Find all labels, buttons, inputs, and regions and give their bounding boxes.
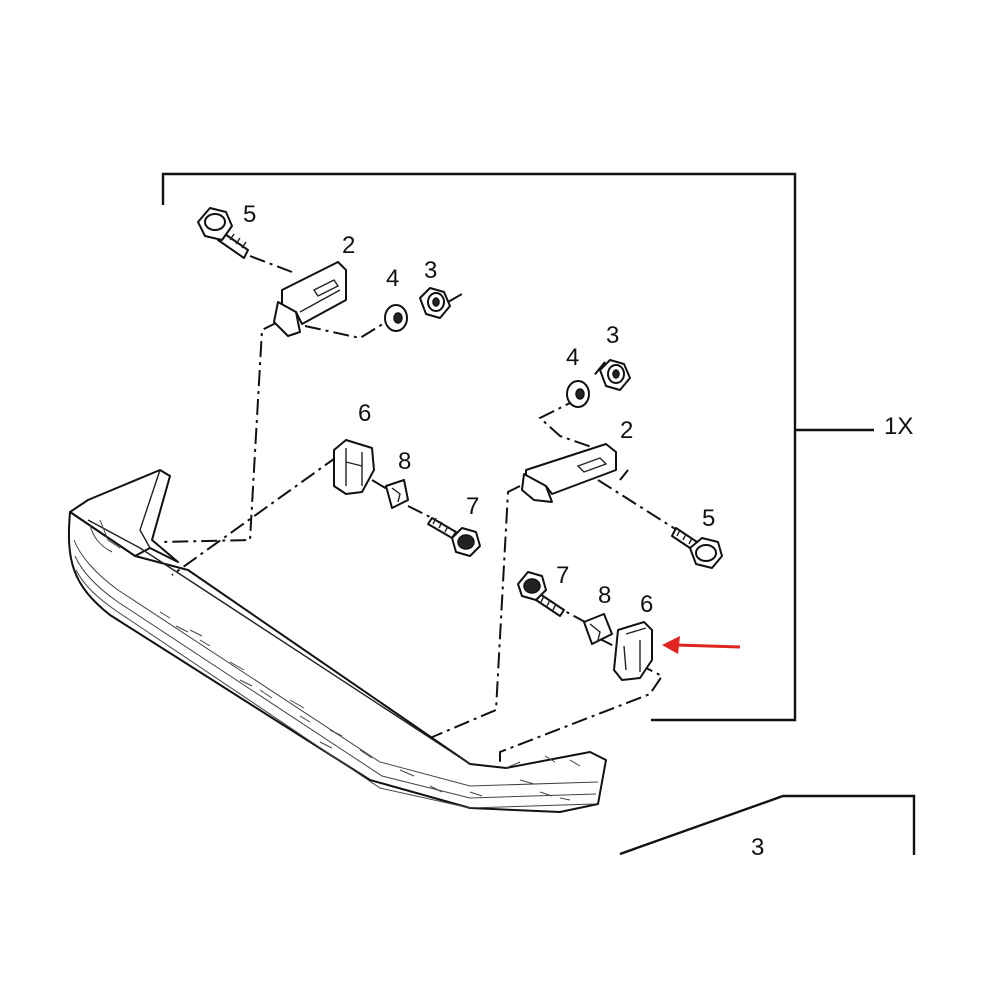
label-retainer-left: 6 bbox=[358, 400, 371, 427]
bumper-rib bbox=[99, 519, 121, 549]
nut-right bbox=[599, 359, 631, 391]
mounting-bracket-top bbox=[273, 261, 347, 337]
label-nut-top: 3 bbox=[424, 257, 437, 284]
label-screw-right: 7 bbox=[556, 562, 569, 589]
retainer-right bbox=[613, 621, 653, 681]
label-clip-right: 8 bbox=[598, 582, 611, 609]
flange-bolt-right bbox=[671, 527, 723, 569]
bumper-corner-edge bbox=[139, 469, 161, 549]
bumper-texture bbox=[159, 611, 581, 801]
bumper-rib bbox=[75, 569, 595, 809]
bumper-body bbox=[67, 469, 607, 813]
bumper-top-edge bbox=[87, 519, 471, 765]
screw-right bbox=[517, 571, 565, 617]
washer-top bbox=[384, 304, 408, 332]
cover-bracket-outline bbox=[619, 794, 916, 856]
bumper-rib bbox=[89, 523, 113, 553]
red-arrow-icon bbox=[662, 636, 741, 654]
label-retainer-right: 6 bbox=[640, 591, 653, 618]
label-washer-right: 4 bbox=[566, 344, 579, 371]
retainer-left bbox=[333, 439, 375, 495]
screw-left bbox=[427, 517, 481, 557]
clip-nut-right bbox=[583, 613, 613, 645]
label-screw-left: 7 bbox=[466, 493, 479, 520]
label-bolt-top: 5 bbox=[243, 201, 256, 228]
label-bracket-top: 2 bbox=[342, 232, 355, 259]
label-washer-top: 4 bbox=[386, 265, 399, 292]
label-bracket-right: 2 bbox=[620, 417, 633, 444]
label-kit-quantity: 1X bbox=[884, 413, 913, 440]
nut-top bbox=[419, 287, 451, 319]
bumper-rib bbox=[73, 539, 599, 787]
label-bumper-cover: 3 bbox=[751, 834, 764, 861]
bumper-left-end bbox=[69, 469, 179, 563]
flange-bolt-top bbox=[197, 207, 249, 259]
washer-right bbox=[566, 380, 590, 408]
label-nut-right: 3 bbox=[606, 322, 619, 349]
bumper-front-face bbox=[67, 511, 607, 813]
kit-bracket-outline bbox=[161, 172, 797, 722]
mounting-bracket-right bbox=[521, 443, 617, 503]
clip-nut-left bbox=[385, 479, 409, 509]
label-bolt-right: 5 bbox=[702, 505, 715, 532]
bumper-rib bbox=[74, 555, 597, 799]
label-clip-left: 8 bbox=[398, 448, 411, 475]
